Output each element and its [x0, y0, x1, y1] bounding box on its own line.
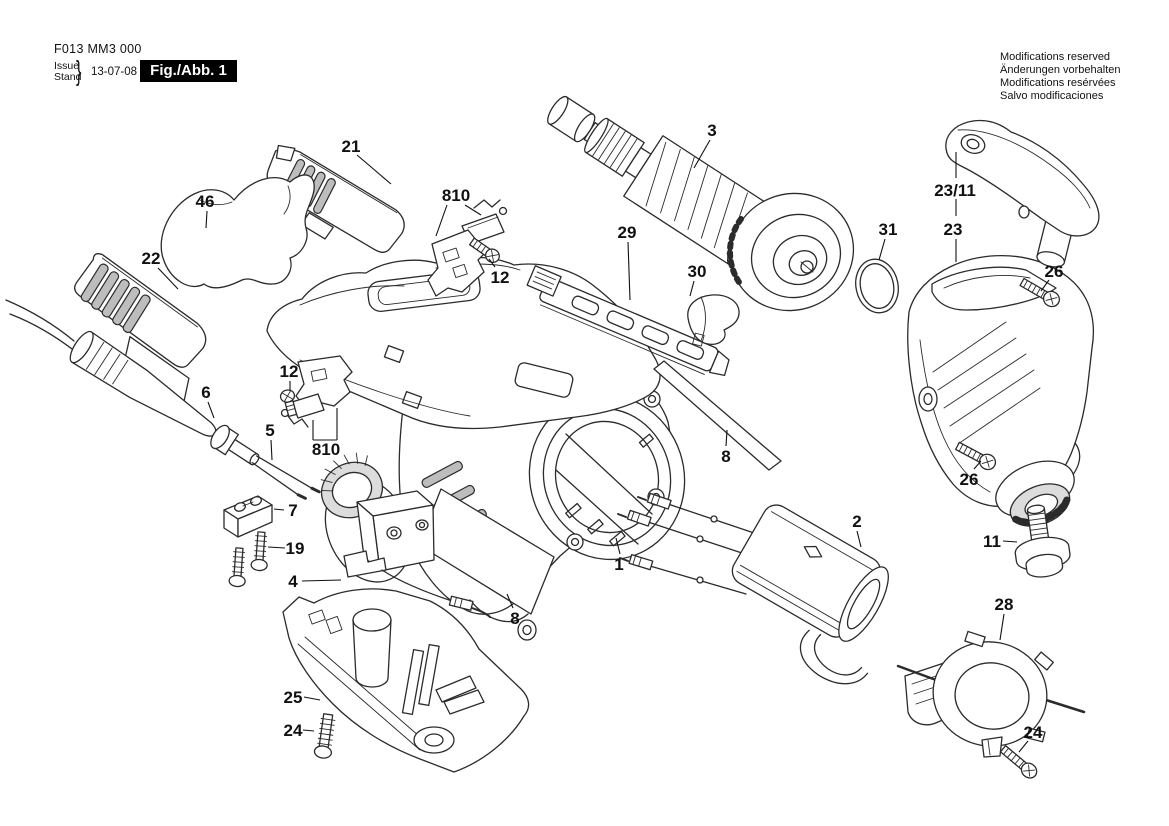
leader-line	[205, 210, 208, 229]
o-ring-31-drawing	[855, 258, 899, 314]
leader-line	[999, 613, 1005, 641]
leader-line	[301, 579, 342, 582]
part-number-label: 810	[442, 186, 470, 205]
leader-line	[270, 439, 273, 461]
leader-line	[488, 258, 496, 268]
screws-19-drawing	[228, 531, 268, 588]
brush-assembly-810-top-drawing	[427, 199, 508, 297]
part-number-label: 3	[707, 121, 716, 140]
leader-line	[356, 154, 392, 185]
document-number: F013 MM3 000	[54, 42, 142, 56]
leader-line	[693, 139, 711, 169]
switch-slider-29-drawing	[526, 265, 730, 377]
part-number-label: 19	[286, 539, 305, 558]
handle-cover-23-11-drawing	[945, 119, 1100, 268]
part-number-label: 810	[312, 440, 340, 459]
leader-line	[435, 204, 448, 237]
label-sticker-8-right-drawing	[653, 360, 782, 471]
leader-line	[627, 241, 631, 301]
field-stator-2-drawing	[617, 492, 889, 685]
screw-26-bottom-drawing	[954, 441, 997, 471]
brush-assembly-810-left-drawing	[279, 355, 353, 428]
leader-line	[1018, 740, 1029, 753]
leader-line	[725, 429, 728, 447]
part-number-label: 31	[879, 220, 898, 239]
part-number-label: 30	[688, 262, 707, 281]
part-number-label: 21	[342, 137, 361, 156]
leader-line	[615, 537, 621, 555]
leader-line	[157, 267, 179, 290]
screw-24-left-drawing	[313, 713, 336, 759]
part-number-label: 4	[288, 572, 298, 591]
leader-line	[973, 460, 982, 470]
leader-line	[303, 696, 321, 701]
part-number-label: 23	[944, 220, 963, 239]
cord-clamp-7-drawing	[223, 495, 273, 538]
part-number-label: 1	[614, 555, 623, 574]
leader-line	[464, 204, 482, 216]
leader-line	[1002, 540, 1018, 543]
part-number-label: 8	[510, 609, 519, 628]
part-number-label: 26	[1045, 262, 1064, 281]
part-number-label: 8	[721, 447, 730, 466]
part-number-label: 24	[284, 721, 303, 740]
insulation-46-drawing	[160, 174, 315, 289]
part-number-label: 22	[142, 249, 161, 268]
bottom-cover-25-drawing	[282, 588, 530, 773]
switch-4-drawing	[320, 452, 491, 618]
leader-line	[273, 508, 285, 511]
issue-date: 13-07-08	[91, 66, 138, 78]
part-number-label: 11	[983, 532, 1001, 551]
part-number-label: 25	[284, 688, 303, 707]
gear-head-23-drawing	[907, 254, 1094, 527]
clamp-bolt-11-drawing	[1014, 504, 1071, 578]
leader-line	[302, 729, 315, 732]
part-number-label: 5	[265, 421, 274, 440]
leader-line	[689, 280, 695, 297]
armature-3-drawing	[547, 95, 855, 312]
deflector-ring-28-drawing	[896, 630, 1086, 758]
leader-line	[878, 238, 886, 261]
brace-glyph: }	[76, 56, 82, 87]
part-number-label: 46	[196, 192, 215, 211]
leader-line	[506, 593, 514, 609]
issue-stand-label: Issue Stand	[54, 60, 82, 83]
leader-line	[856, 530, 862, 548]
part-number-label: 2	[852, 512, 861, 531]
part-number-label: 26	[960, 470, 979, 489]
cover-cap-30-drawing	[687, 294, 740, 347]
figure-badge: Fig./Abb. 1	[140, 60, 237, 82]
part-number-label: 24	[1024, 723, 1043, 742]
screw-12-left-drawing	[279, 389, 298, 418]
screw-26-top-drawing	[1019, 277, 1060, 308]
part-number-labels-layer: 21462281012329303123/1123262611282421881…	[142, 121, 1064, 753]
leader-line	[267, 546, 286, 549]
modifications-notice: Modifications reserved Änderungen vorbeh…	[1000, 51, 1121, 102]
part-number-label: 7	[288, 501, 297, 520]
part-number-label: 12	[491, 268, 510, 287]
leader-line	[207, 401, 215, 419]
part-number-label: 28	[995, 595, 1014, 614]
screw-24-right-drawing	[999, 745, 1038, 779]
part-number-label: 12	[280, 362, 299, 381]
grip-cover-22-drawing	[74, 253, 207, 402]
part-number-label: 23/11	[934, 181, 976, 200]
part-number-label: 6	[201, 383, 210, 402]
leader-line	[1040, 279, 1050, 292]
power-cord-drawing	[5, 299, 321, 500]
part-number-label: 29	[618, 223, 637, 242]
